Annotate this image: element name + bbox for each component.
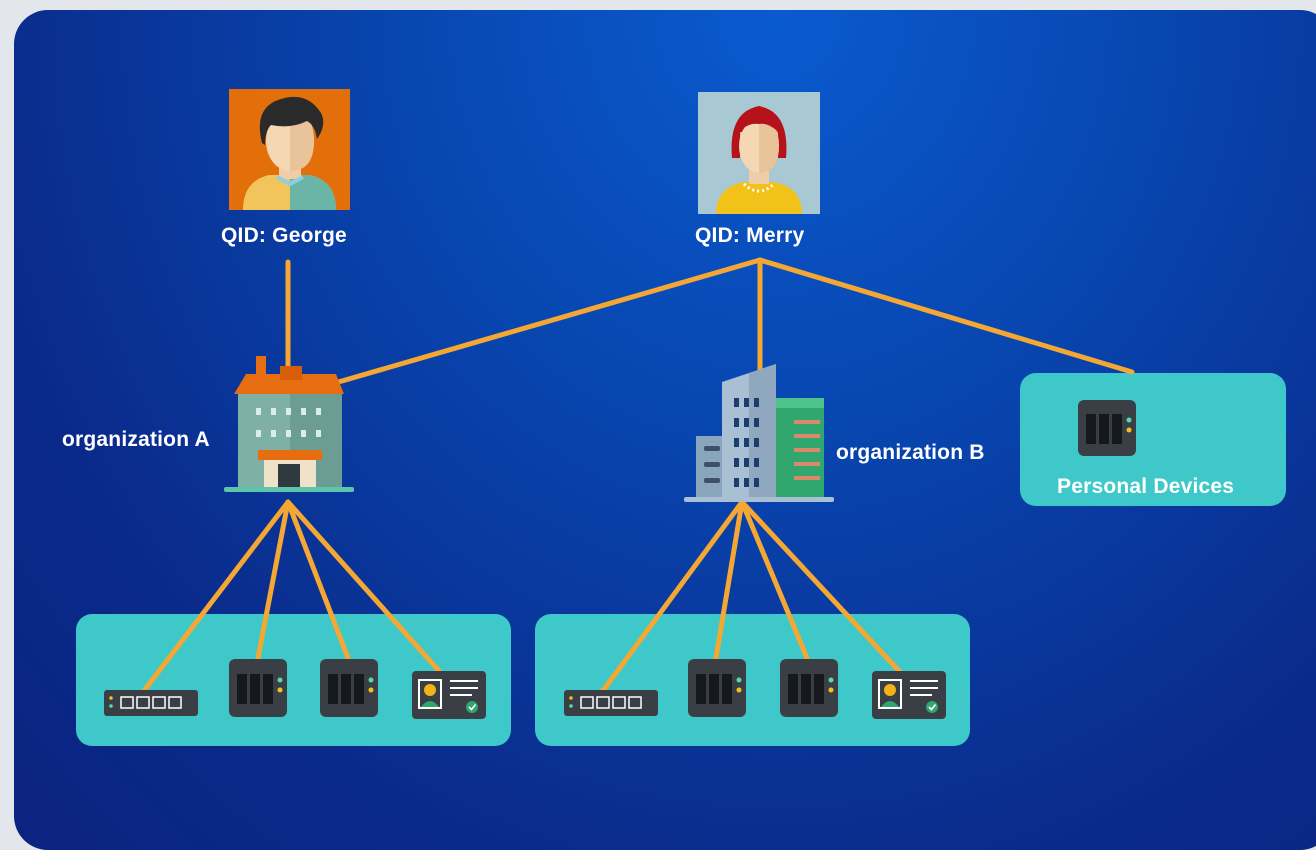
connector-org-b-switch: [599, 499, 745, 695]
org-label-a: organization A: [62, 428, 210, 451]
connector-org-b-nas-2: [739, 499, 810, 661]
nas-server-icon: [688, 659, 746, 717]
connector-org-a-idcard: [285, 499, 443, 675]
network-switch-icon: [104, 690, 198, 716]
connector-org-b-idcard: [739, 499, 903, 675]
avatar-george-icon: [229, 89, 350, 210]
nas-server-icon: [1078, 400, 1136, 456]
connector-org-b-nas-1: [713, 499, 745, 661]
avatar-merry-icon: [698, 92, 820, 214]
connector-merry-org-a: [332, 257, 763, 386]
connector-lines: [140, 257, 1135, 695]
connector-org-a-switch: [140, 499, 291, 695]
nas-server-icon: [229, 659, 287, 717]
id-card-icon: [872, 671, 946, 719]
id-card-icon: [412, 671, 486, 719]
org-label-b: organization B: [836, 441, 985, 464]
diagram-stage: QID: George QID: Merry organization A or…: [62, 89, 1286, 746]
user-label-george: QID: George: [221, 224, 347, 247]
building-modern-icon: [684, 364, 834, 502]
personal-devices-group: [1020, 373, 1286, 506]
connector-org-a-nas-1: [255, 499, 291, 661]
building-classic-icon: [224, 356, 354, 492]
network-switch-icon: [564, 690, 658, 716]
connector-merry-personal: [757, 257, 1135, 375]
user-label-merry: QID: Merry: [695, 224, 805, 247]
nas-server-icon: [320, 659, 378, 717]
personal-devices-label: Personal Devices: [1057, 475, 1235, 498]
diagram-graphics: [104, 89, 1136, 719]
nas-server-icon: [780, 659, 838, 717]
connector-org-a-nas-2: [285, 499, 351, 661]
